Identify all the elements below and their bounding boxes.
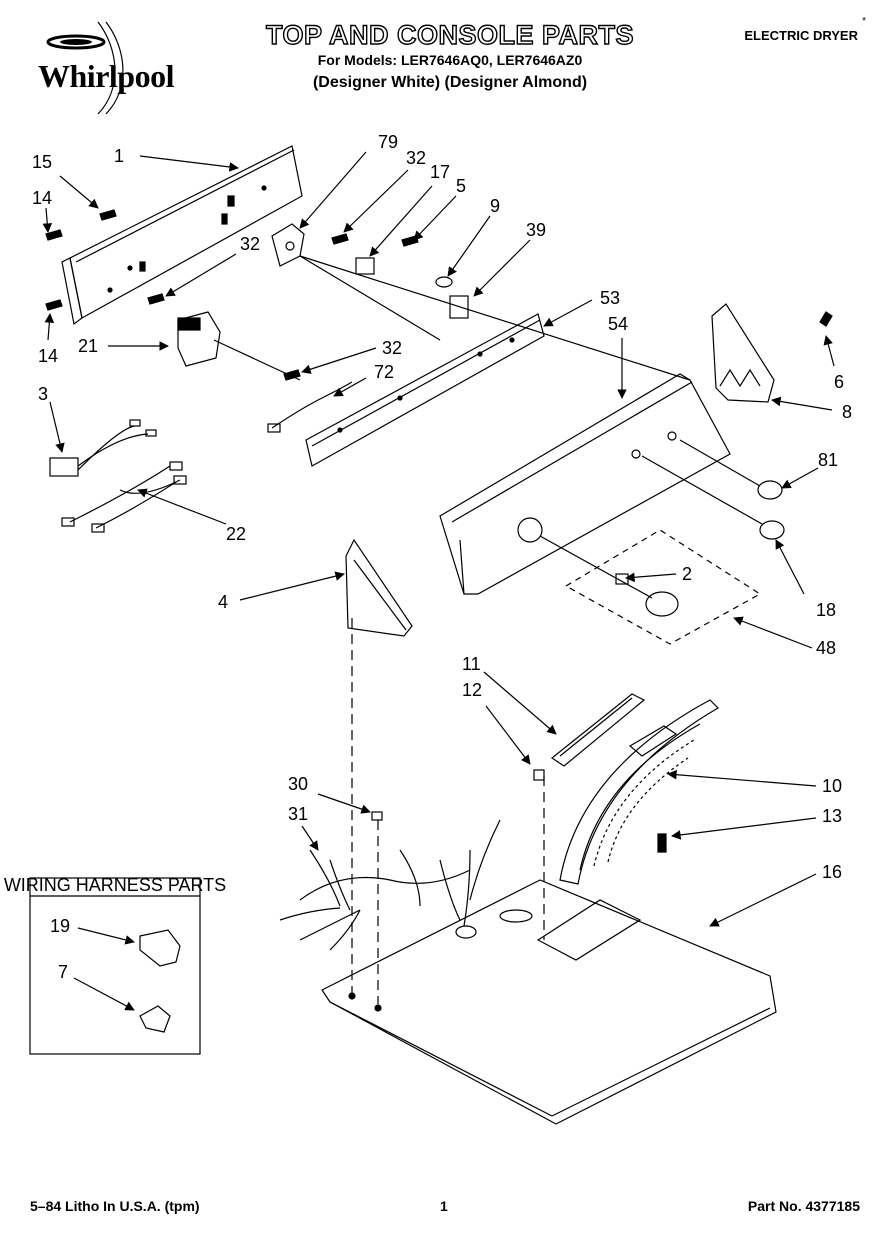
callout-72: 72 xyxy=(374,362,394,382)
callout-10: 10 xyxy=(822,776,842,796)
callout-81: 81 xyxy=(818,450,838,470)
callout-14: 14 xyxy=(38,346,58,366)
callout-7: 7 xyxy=(58,962,68,982)
part-harness-22 xyxy=(61,461,187,533)
model-list: For Models: LER7646AQ0, LER7646AZ0 xyxy=(317,52,583,68)
callout-2: 2 xyxy=(682,564,692,584)
page-title: TOP AND CONSOLE PARTS xyxy=(265,19,635,50)
callout-8: 8 xyxy=(842,402,852,422)
wiring-harness-inset xyxy=(29,877,201,1055)
knob-18 xyxy=(759,520,785,540)
knob-81 xyxy=(757,480,783,500)
callout-32: 32 xyxy=(240,234,260,254)
part-harness-3 xyxy=(49,419,157,477)
product-category: ELECTRIC DRYER xyxy=(744,28,858,43)
whirlpool-logo: Whirlpool xyxy=(28,18,208,118)
callout-54: 54 xyxy=(608,314,628,334)
callout-32: 32 xyxy=(382,338,402,358)
page-number: 1 xyxy=(440,1198,448,1214)
color-variants: (Designer White) (Designer Almond) xyxy=(312,74,588,91)
print-info: 5–84 Litho In U.S.A. (tpm) xyxy=(30,1198,200,1214)
callout-5: 5 xyxy=(456,176,466,196)
part-12 xyxy=(533,769,545,781)
part-lint-screen-11 xyxy=(543,693,646,940)
callout-3: 3 xyxy=(38,384,48,404)
callout-30: 30 xyxy=(288,774,308,794)
part-endcap-8 xyxy=(711,303,775,403)
callout-79: 79 xyxy=(378,132,398,152)
part-main-harness-31 xyxy=(279,819,501,951)
part-wire-connector xyxy=(267,423,281,433)
inset-title: WIRING HARNESS PARTS xyxy=(4,875,226,895)
part-endcap-4 xyxy=(345,538,413,1000)
callout-13: 13 xyxy=(822,806,842,826)
logo-swoosh-icon xyxy=(46,21,124,115)
callout-9: 9 xyxy=(490,196,500,216)
part-front-bracket-53 xyxy=(305,313,545,467)
callout-31: 31 xyxy=(288,804,308,824)
part-rear-bracket xyxy=(61,145,303,326)
callout-21: 21 xyxy=(78,336,98,356)
callout-17: 17 xyxy=(430,162,450,182)
callout-6: 6 xyxy=(834,372,844,392)
callout-48: 48 xyxy=(816,638,836,658)
callout-1: 1 xyxy=(114,146,124,166)
callout-15: 15 xyxy=(32,152,52,172)
part-9 xyxy=(435,276,453,288)
part-timer-21 xyxy=(177,311,301,381)
callout-53: 53 xyxy=(600,288,620,308)
knob-area-48 xyxy=(564,529,762,645)
knob-48 xyxy=(645,591,679,617)
callout-14: 14 xyxy=(32,188,52,208)
part-clip-30 xyxy=(371,811,383,821)
callout-11: 11 xyxy=(462,654,481,674)
callout-12: 12 xyxy=(462,680,482,700)
logo-wordmark: Whirlpool xyxy=(38,58,174,94)
callout-22: 22 xyxy=(226,524,246,544)
part-console-54 xyxy=(299,255,731,595)
callout-32: 32 xyxy=(406,148,426,168)
part-bracket-79 xyxy=(271,223,441,341)
callout-19: 19 xyxy=(50,916,70,936)
part-39 xyxy=(449,295,469,319)
callout-16: 16 xyxy=(822,862,842,882)
part-17 xyxy=(355,257,375,275)
screw-icon xyxy=(45,209,833,853)
callout-18: 18 xyxy=(816,600,836,620)
part-lint-duct-10 xyxy=(559,699,719,885)
part-top-panel-16 xyxy=(321,879,777,1125)
callout-labels: 1 15 14 14 79 32 17 5 9 39 32 21 53 54 6… xyxy=(4,132,852,982)
part-number: Part No. 4377185 xyxy=(747,1198,860,1214)
asterisk-mark: * xyxy=(862,16,866,27)
callout-4: 4 xyxy=(218,592,228,612)
part-wire-72 xyxy=(271,381,353,429)
callout-39: 39 xyxy=(526,220,546,240)
